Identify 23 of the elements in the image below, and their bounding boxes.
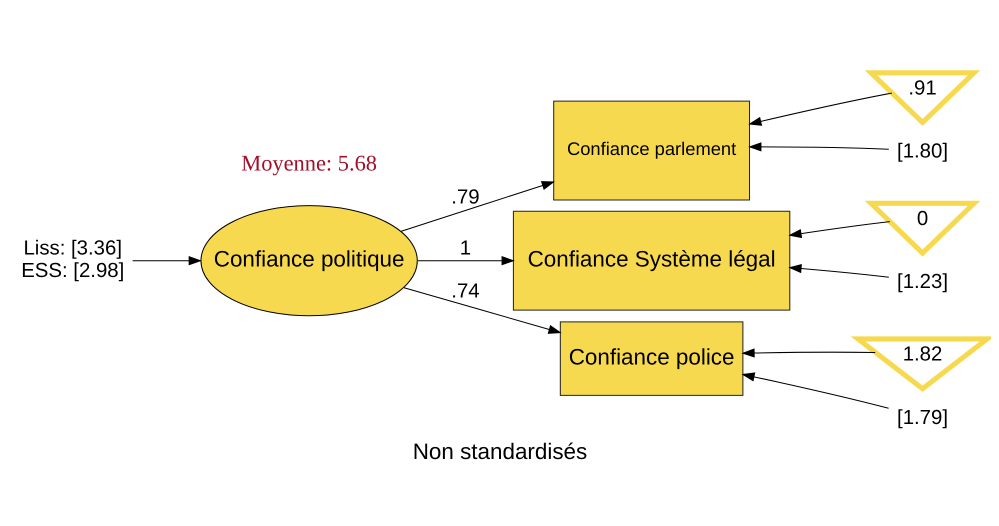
caption: Non standardisés — [412, 439, 587, 464]
arrow — [788, 264, 888, 278]
arrow — [740, 348, 875, 358]
arrow — [403, 287, 562, 334]
node-text: [1.79] — [896, 406, 948, 429]
node-text: [1.23] — [896, 271, 948, 294]
node-ellipse: Confiance politique — [200, 205, 418, 316]
arrow — [748, 142, 888, 152]
node-text: [1.80] — [896, 140, 948, 163]
edge-label: 1 — [459, 238, 471, 260]
arrow — [740, 372, 888, 409]
arrow — [417, 256, 514, 266]
arrow — [400, 181, 554, 232]
node-box: Confiance Système légal — [512, 210, 790, 311]
node-box: Confiance police — [559, 321, 743, 396]
edge-label: .79 — [450, 186, 480, 209]
node-text: Liss: [3.36] ESS: [2.98] — [20, 238, 124, 282]
edge-label: .74 — [450, 280, 480, 302]
arrow — [788, 221, 890, 238]
arrow — [132, 256, 202, 266]
node-box: Confiance parlement — [552, 100, 750, 201]
arrow — [748, 92, 892, 126]
label: Moyenne: 5.68 — [240, 150, 377, 176]
